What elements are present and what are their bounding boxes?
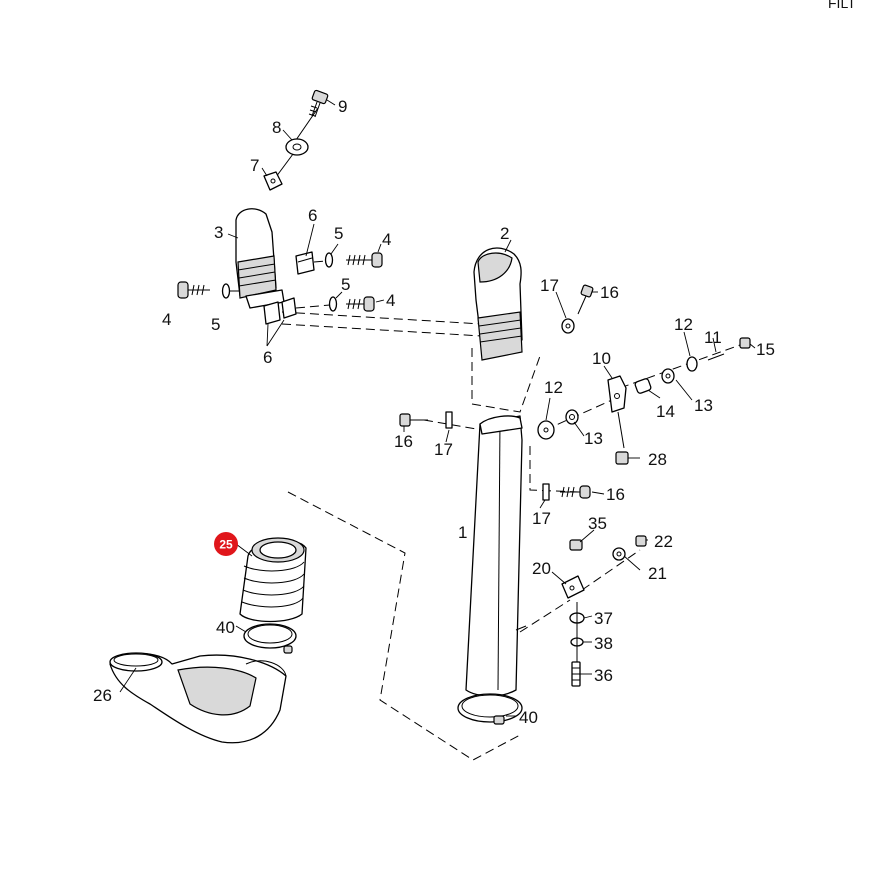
clamp-40-upper [243, 623, 297, 654]
label-part-13b[interactable]: 13 [584, 429, 603, 448]
label-part-28[interactable]: 28 [648, 450, 667, 469]
label-part-35[interactable]: 35 [588, 514, 607, 533]
tube-top-2 [473, 247, 523, 361]
label-part-21[interactable]: 21 [648, 564, 667, 583]
leader-lines [119, 99, 756, 717]
label-part-4a[interactable]: 4 [382, 230, 391, 249]
label-part-1[interactable]: 1 [458, 523, 467, 542]
label-part-6b[interactable]: 6 [263, 348, 272, 367]
label-part-10[interactable]: 10 [592, 349, 611, 368]
clip-nut-7 [263, 171, 283, 191]
fasteners-4-5 [177, 252, 383, 312]
washer-21-screw-22 [612, 535, 647, 561]
boot-25 [239, 537, 307, 623]
bolt-9 [308, 89, 329, 118]
highlight-callout-25[interactable]: 25 [214, 532, 238, 556]
clamp-40-lower [457, 693, 523, 725]
label-part-37[interactable]: 37 [594, 609, 613, 628]
label-part-4c[interactable]: 4 [162, 310, 171, 329]
upper-hood-3 [235, 208, 285, 309]
label-part-3[interactable]: 3 [214, 223, 223, 242]
label-part-9[interactable]: 9 [338, 97, 347, 116]
label-part-2[interactable]: 2 [500, 224, 509, 243]
label-part-12a[interactable]: 12 [674, 315, 693, 334]
label-part-15[interactable]: 15 [756, 340, 775, 359]
washers-12-13-middle [537, 409, 579, 440]
label-part-17b[interactable]: 17 [434, 440, 453, 459]
highlight-label: 25 [219, 538, 233, 552]
label-part-36[interactable]: 36 [594, 666, 613, 685]
label-part-7[interactable]: 7 [250, 156, 259, 175]
part-labels: 9 8 7 3 6 5 4 5 4 4 5 6 2 17 16 12 11 15… [93, 97, 775, 727]
label-part-12b[interactable]: 12 [544, 378, 563, 397]
label-part-20[interactable]: 20 [532, 559, 551, 578]
label-part-5c[interactable]: 5 [211, 315, 220, 334]
label-part-5a[interactable]: 5 [334, 224, 343, 243]
highlight-badge-icon [214, 532, 238, 556]
label-part-11[interactable]: 11 [704, 328, 722, 347]
label-part-8[interactable]: 8 [272, 118, 281, 137]
label-part-16c[interactable]: 16 [606, 485, 625, 504]
bracket-10 [607, 375, 627, 449]
label-part-4b[interactable]: 4 [386, 291, 395, 310]
header-clipped-text: FILT [828, 0, 856, 11]
washer-17-bolt-16-top [561, 284, 594, 334]
bolt-16-17-left [399, 411, 453, 429]
main-tube-1 [465, 415, 527, 697]
label-part-38[interactable]: 38 [594, 634, 613, 653]
label-part-17a[interactable]: 17 [540, 276, 559, 295]
label-part-16b[interactable]: 16 [394, 432, 413, 451]
label-part-40a[interactable]: 40 [216, 618, 235, 637]
washer-8 [285, 138, 309, 156]
label-part-40b[interactable]: 40 [519, 708, 538, 727]
spacer-14-fasteners [634, 337, 751, 394]
bolt-16-17-lower [542, 483, 591, 501]
label-part-22[interactable]: 22 [654, 532, 673, 551]
bolt-28 [615, 451, 629, 465]
bracket-6-upper [263, 251, 315, 325]
label-part-14[interactable]: 14 [656, 402, 675, 421]
label-part-5b[interactable]: 5 [341, 275, 350, 294]
label-part-6a[interactable]: 6 [308, 206, 317, 225]
label-part-17c[interactable]: 17 [532, 509, 551, 528]
label-part-16a[interactable]: 16 [600, 283, 619, 302]
bracket-20-stack [561, 539, 585, 687]
air-duct-26 [109, 652, 287, 744]
label-part-13a[interactable]: 13 [694, 396, 713, 415]
label-part-26[interactable]: 26 [93, 686, 112, 705]
